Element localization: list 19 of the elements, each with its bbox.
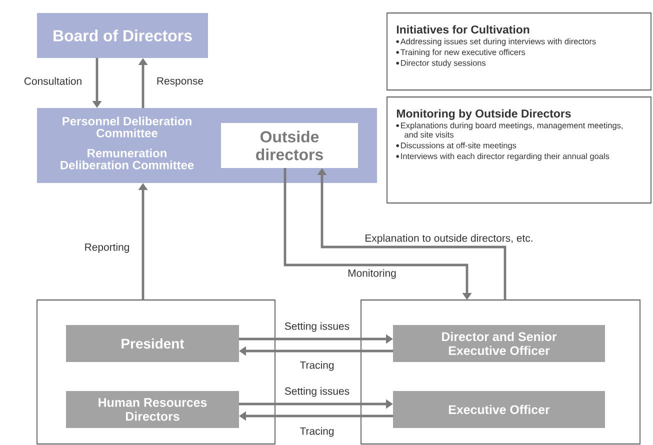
group-frame	[360, 300, 640, 444]
edge-label: Response	[157, 77, 204, 87]
person-box: Human Resources Directors	[66, 391, 239, 428]
person-box: President	[66, 325, 239, 362]
officer-box: Executive Officer	[393, 391, 605, 428]
board-box: Board of Directors	[37, 13, 208, 58]
edge-label: Monitoring	[348, 269, 396, 279]
edge-label: Setting issues	[284, 387, 350, 397]
edge-label: Setting issues	[284, 322, 350, 332]
info-panel: Initiatives for Cultivation Addressing issues set during interviews with directors Training for new executive officers Director study sessions	[386, 12, 652, 90]
edge-label: Explanation to outside directors, etc.	[366, 234, 532, 244]
edge-label: Tracing	[300, 361, 334, 371]
group-frame	[36, 300, 276, 444]
info-panel: Monitoring by Outside Directors Explanations during board meetings, management meetings, and site visits Discussions at off-site meetings Interviews with each director regarding their annual goals	[386, 96, 652, 204]
edge-label: Consultation	[24, 77, 82, 85]
officer-box: Director and Senior Executive Officer	[393, 325, 605, 362]
outside-directors-box: Outside directors	[221, 123, 358, 168]
edge-label: Tracing	[300, 427, 334, 437]
edge-label: Reporting	[85, 243, 129, 253]
